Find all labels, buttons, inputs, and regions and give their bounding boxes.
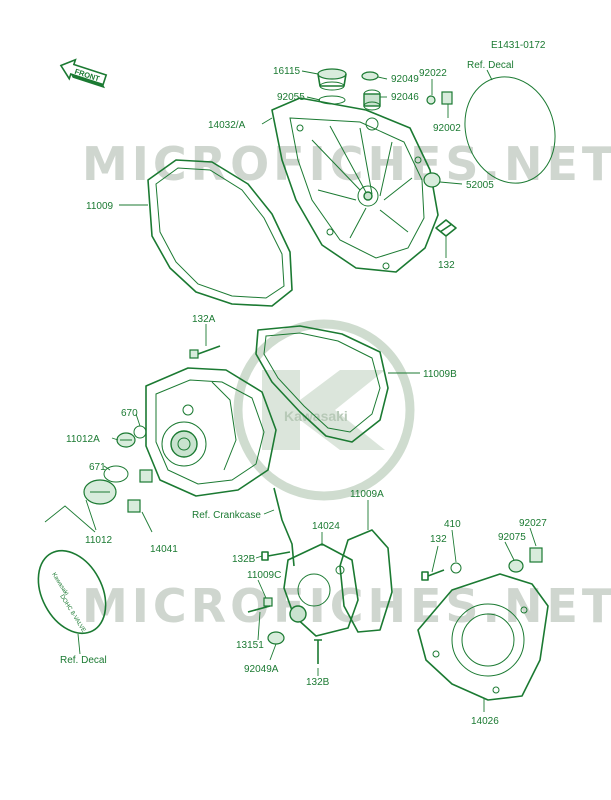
label-11012: 11012 <box>85 535 113 546</box>
bolt-132B-bottom <box>314 639 322 664</box>
watermark-logo: Kawasaki <box>233 319 415 501</box>
ref-crankcase-bracket <box>273 487 295 567</box>
decal-text-1: Kawasaki <box>50 572 69 597</box>
bolt-13151-shaft <box>247 605 271 613</box>
o-ring-670 <box>133 425 147 439</box>
dowel-pin-1 <box>127 499 141 513</box>
oil-seal-92049 <box>361 71 379 81</box>
label-92075: 92075 <box>498 532 526 543</box>
gasket-11009A <box>339 529 393 633</box>
bolt-132B-top <box>261 551 291 561</box>
o-ring-92055 <box>318 95 346 105</box>
label-11009B: 11009B <box>423 369 457 380</box>
label-14041: 14041 <box>150 544 178 555</box>
label-11009A: 11009A <box>350 489 384 500</box>
label-132B-top: 132B <box>232 554 256 565</box>
cap-11012A <box>116 432 136 448</box>
label-16115: 16115 <box>273 66 301 77</box>
gasket-11009-inner <box>155 167 285 299</box>
plug-92002 <box>441 91 453 105</box>
engine-cover-14026 <box>417 573 549 701</box>
label-132B-bottom: 132B <box>306 677 330 688</box>
label-11009C: 11009C <box>247 570 281 581</box>
part-labels: 16115 92049 92022 Ref. Decal 92055 92046… <box>60 60 547 727</box>
label-11012A: 11012A <box>66 434 100 445</box>
cap-11012 <box>83 479 117 505</box>
washer-410 <box>450 562 462 574</box>
dowel-pin-2 <box>139 469 153 483</box>
label-671: 671 <box>89 462 106 473</box>
label-ref-decal-bottom: Ref. Decal <box>60 655 107 666</box>
oil-seal-52005 <box>423 172 441 188</box>
gasket-11009B-inner <box>263 332 381 433</box>
oil-seal-92049A <box>267 631 285 645</box>
bolt-132A <box>189 345 221 359</box>
oil-filler-cap-16115 <box>317 68 347 91</box>
label-11009: 11009 <box>86 201 114 212</box>
label-92002: 92002 <box>433 123 461 134</box>
bolt-132-top <box>435 219 457 237</box>
washer-11009C <box>263 597 273 607</box>
watermark-logo-text: Kawasaki <box>284 408 348 424</box>
label-92046: 92046 <box>391 92 419 103</box>
bolt-132-mid <box>421 569 445 581</box>
watermark-site-bottom: MICROFICHES.NET <box>82 579 611 633</box>
label-14032A: 14032/A <box>208 120 246 131</box>
label-410: 410 <box>444 519 461 530</box>
label-52005: 52005 <box>466 180 494 191</box>
clutch-cover-14032A <box>271 97 439 273</box>
label-ref-decal-top: Ref. Decal <box>467 60 514 71</box>
crankcase-cover-14041 <box>145 367 277 497</box>
label-92049A: 92049A <box>244 664 279 675</box>
label-92055: 92055 <box>277 92 305 103</box>
label-14026: 14026 <box>471 716 499 727</box>
label-13151: 13151 <box>236 640 264 651</box>
label-14024: 14024 <box>312 521 340 532</box>
label-670: 670 <box>121 408 138 419</box>
label-132-top: 132 <box>438 260 455 271</box>
o-ring-671 <box>103 465 129 483</box>
label-132A: 132A <box>192 314 216 325</box>
watermark-site-top: MICROFICHES.NET <box>82 137 611 191</box>
gasket-11009B <box>255 325 389 443</box>
label-92049: 92049 <box>391 74 419 85</box>
leader-lines <box>44 69 537 712</box>
label-92027: 92027 <box>519 518 547 529</box>
front-arrow: FRONT <box>59 58 108 89</box>
pulser-cover-14024 <box>283 543 359 637</box>
decal-top-shape <box>464 76 556 184</box>
label-132-mid: 132 <box>430 534 447 545</box>
watermark-layer: MICROFICHES.NET MICROFICHES.NET Kawasaki <box>82 137 611 633</box>
plug-92027 <box>529 547 543 563</box>
label-ref-crankcase: Ref. Crankcase <box>192 510 261 521</box>
label-92022: 92022 <box>419 68 447 79</box>
gasket-11009 <box>147 159 293 307</box>
diagram-code: E1431-0172 <box>491 40 546 51</box>
washer-92022 <box>426 95 436 105</box>
bearing-92046 <box>363 89 381 111</box>
gasket-92075 <box>508 559 524 573</box>
